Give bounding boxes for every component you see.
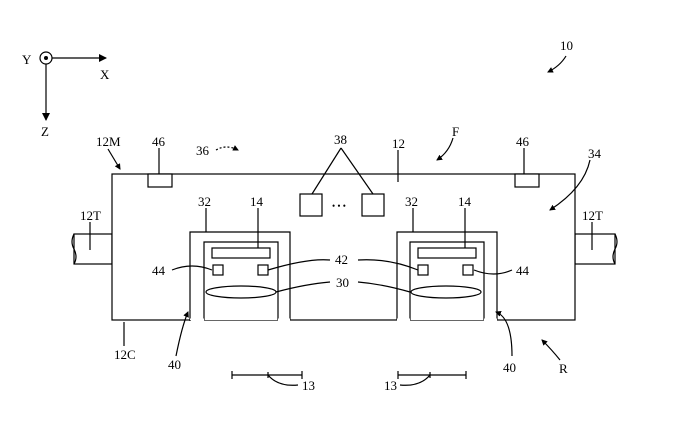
label-44-left: 44 [152,263,166,278]
label-36: 36 [196,143,210,158]
main-body [111,173,576,321]
label-F: F [452,124,459,139]
label-R: R [559,361,568,376]
right-unit [396,231,498,322]
z-axis-label: Z [41,124,49,139]
left-shaft [71,233,113,265]
leader-lines [89,55,593,361]
component-38-right [361,193,385,217]
label-12T-right: 12T [582,208,603,223]
label-34: 34 [588,146,602,161]
label-13-right: 13 [384,378,397,393]
scale-bar-right [397,371,467,386]
label-32-left: 32 [198,194,211,209]
lens-30-right [410,285,482,299]
label-46-right: 46 [516,134,530,149]
label-12T-left: 12T [80,208,101,223]
label-14-right: 14 [458,194,472,209]
sensor-14-right [417,247,477,259]
label-38: 38 [334,132,347,147]
lens-30-left [205,285,277,299]
label-12C: 12C [114,347,136,362]
reference-labels: 10 12M 46 36 38 12 F 46 34 12T 12T 32 14… [80,38,603,393]
left-unit [189,231,291,322]
right-shaft [574,233,618,265]
element-44-right [462,264,474,276]
component-46-left [147,173,173,188]
label-12M: 12M [96,134,121,149]
y-axis-label: Y [22,52,32,67]
element-42-left [257,264,269,276]
coordinate-axes: Y X Z [22,51,110,139]
label-40-left: 40 [168,357,181,372]
label-14-left: 14 [250,194,264,209]
label-30: 30 [336,275,349,290]
label-40-right: 40 [503,360,516,375]
label-42: 42 [335,252,348,267]
label-46-left: 46 [152,134,166,149]
y-axis-dot-icon [44,56,48,60]
x-axis-label: X [100,67,110,82]
label-13-left: 13 [302,378,315,393]
label-10: 10 [560,38,573,53]
ellipsis-dots: • • • [332,201,346,211]
element-42-right [417,264,429,276]
component-46-right [514,173,540,188]
label-32-right: 32 [405,194,418,209]
label-44-right: 44 [516,263,530,278]
sensor-14-left [211,247,271,259]
component-38-left [299,193,323,217]
label-12: 12 [392,136,405,151]
element-44-left [212,264,224,276]
scale-bar-left [231,371,303,386]
